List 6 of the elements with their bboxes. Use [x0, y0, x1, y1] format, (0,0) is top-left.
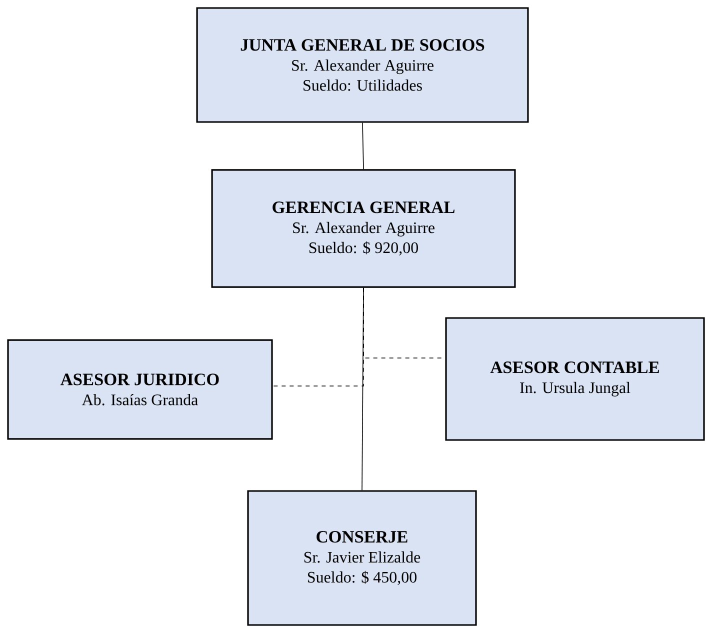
org-box: GERENCIA GENERAL Sr. Alexander Aguirre Sueldo: $ 920,00 [211, 169, 516, 288]
org-box: ASESOR CONTABLE In. Ursula Jungal [445, 317, 705, 441]
org-box: CONSERJE Sr. Javier Elizalde Sueldo: $ 450,00 [247, 490, 477, 626]
org-box: JUNTA GENERAL DE SOCIOS Sr. Alexander Aguirre Sueldo: Utilidades [196, 7, 529, 123]
org-box: ASESOR JURIDICO Ab. Isaías Granda [7, 339, 273, 440]
connector-line [362, 122, 364, 170]
